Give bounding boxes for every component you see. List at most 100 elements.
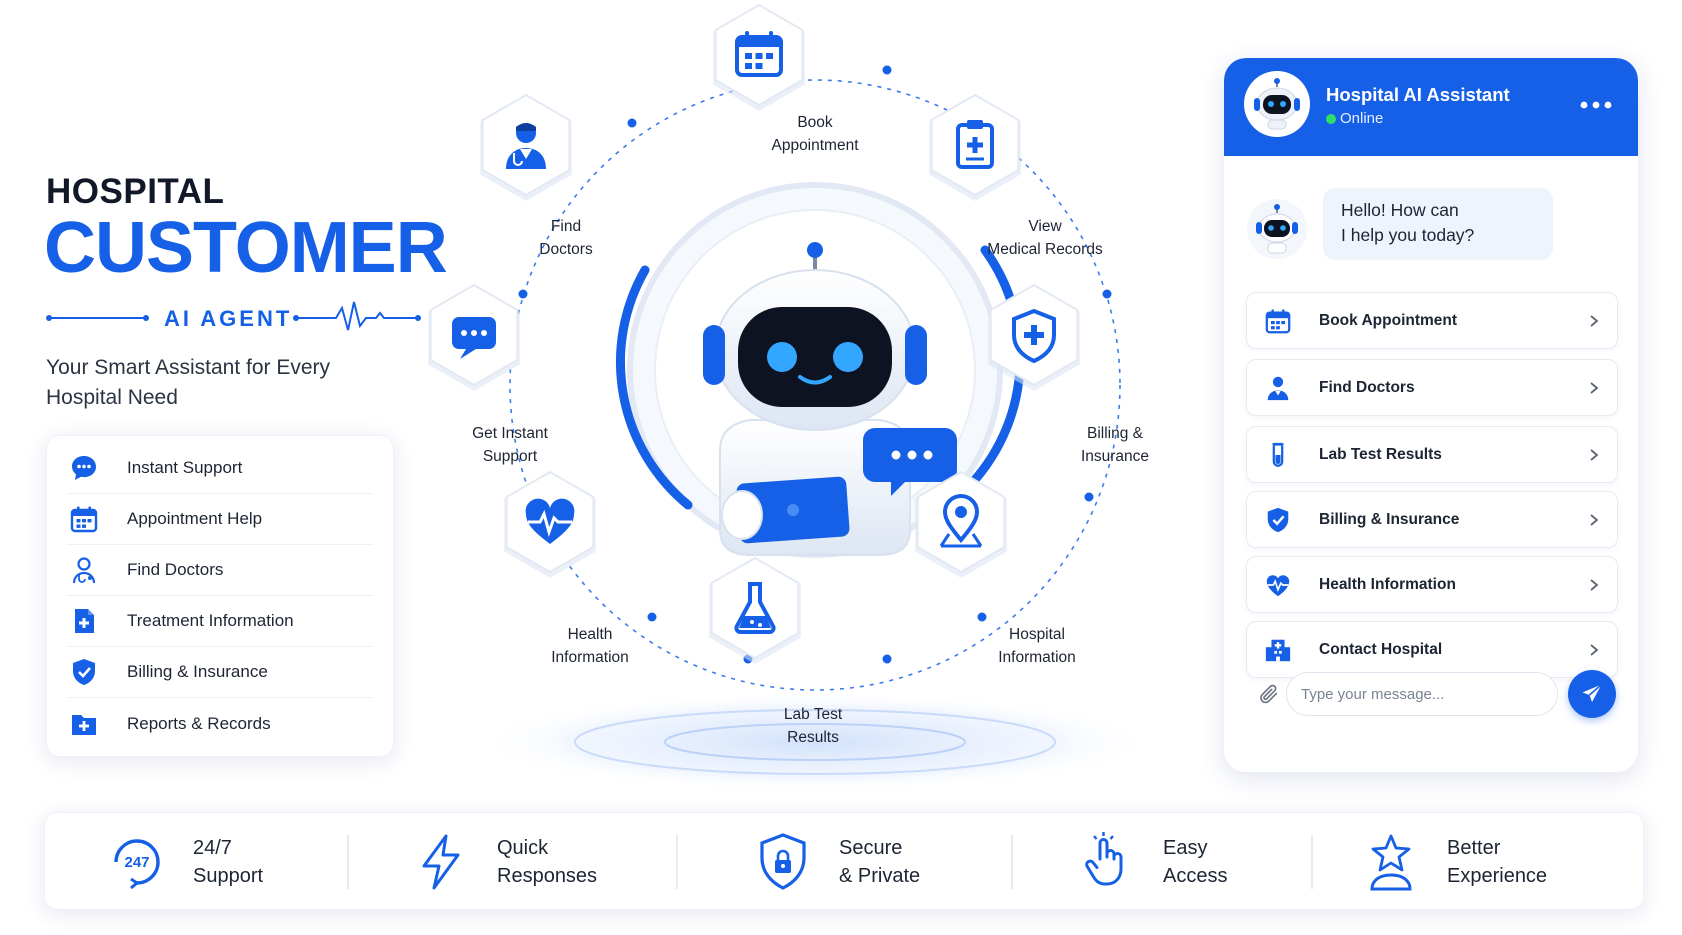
chat-option-book-appointment[interactable]: Book Appointment <box>1246 292 1618 349</box>
more-options-icon[interactable] <box>1580 98 1612 112</box>
bottom-feature-text: Secure & Private <box>839 834 920 890</box>
hub-label-line2: Information <box>998 649 1076 666</box>
bottom-feature-line1: Easy <box>1163 837 1208 859</box>
chat-option-label: Book Appointment <box>1319 311 1458 329</box>
bottom-feature-line2: Responses <box>497 865 598 887</box>
list-item-billing-insurance[interactable]: Billing & Insurance <box>67 647 373 698</box>
hub-node-billing-insurance[interactable] <box>988 283 1080 391</box>
chat-input-row <box>1246 670 1618 718</box>
brand-subtitle: AI AGENT <box>164 306 293 331</box>
chat-option-label: Health Information <box>1319 575 1456 593</box>
chat-option-label: Find Doctors <box>1319 378 1415 396</box>
shield-check-icon <box>67 655 101 689</box>
chat-option-label: Lab Test Results <box>1319 445 1442 463</box>
brand-subtitle-row: AI AGENT <box>46 300 426 336</box>
chat-option-find-doctors[interactable]: Find Doctors <box>1246 359 1618 416</box>
chat-panel: Hospital AI Assistant Online Hello! How … <box>1224 58 1638 772</box>
brand-title-customer: CUSTOMER <box>44 208 448 288</box>
chevron-right-icon <box>1590 643 1599 656</box>
clipboard-icon <box>956 120 994 169</box>
bottom-feature-line1: 24/7 <box>193 837 232 859</box>
list-item-treatment-information[interactable]: Treatment Information <box>67 596 373 647</box>
hub-label-line2: Insurance <box>1080 448 1150 465</box>
hub-label-line1: Billing & <box>1087 425 1143 442</box>
attach-button[interactable] <box>1246 670 1292 718</box>
list-item-appointment-help[interactable]: Appointment Help <box>67 494 373 545</box>
send-button[interactable] <box>1568 670 1616 718</box>
greeting-line2: I help you today? <box>1341 225 1475 245</box>
hub-label-line1: Book <box>797 114 833 131</box>
chevron-right-icon <box>1590 314 1599 327</box>
heartbeat-line-icon <box>46 301 421 331</box>
medical-file-icon <box>67 604 101 638</box>
floor-glow <box>475 692 1155 792</box>
list-item-label: Billing & Insurance <box>127 662 268 681</box>
shield-check-icon <box>1261 503 1295 537</box>
chat-bubble-icon <box>452 317 496 359</box>
list-item-instant-support[interactable]: Instant Support <box>67 443 373 494</box>
hub-label-line1: Get Instant <box>472 425 548 442</box>
heart-pulse-icon <box>1261 568 1295 602</box>
hub-node-get-instant-support[interactable] <box>428 283 520 391</box>
hub-illustration <box>428 3 1155 792</box>
chevron-right-icon <box>1590 578 1599 591</box>
calendar-icon <box>1261 304 1295 338</box>
chat-option-lab-test-results[interactable]: Lab Test Results <box>1246 426 1618 483</box>
hub-label-line1: Find <box>550 218 582 235</box>
robot-face-icon <box>1254 78 1300 130</box>
paperclip-icon <box>1260 684 1278 704</box>
list-item-label: Reports & Records <box>127 713 271 733</box>
brand-title-hospital: HOSPITAL <box>46 172 225 211</box>
hub-node-health-information[interactable] <box>504 470 596 578</box>
bottom-feature-line2: Support <box>193 865 264 887</box>
send-icon <box>1582 683 1603 702</box>
features-list-card: Instant Support Appointment Help Find Do… <box>46 435 394 757</box>
clock-247-icon: 247 <box>105 830 169 894</box>
list-item-reports-records[interactable]: Reports & Records <box>67 698 373 749</box>
bottom-feature-line1: Secure <box>839 837 903 859</box>
hub-label-line1: View <box>1028 218 1062 235</box>
hand-tap-icon <box>1075 830 1139 894</box>
greeting-line1: Hello! How can <box>1341 200 1459 220</box>
online-status-dot <box>1326 114 1336 124</box>
chat-option-health-information[interactable]: Health Information <box>1246 556 1618 613</box>
bottom-feature-line2: Experience <box>1447 865 1548 887</box>
hub-node-hospital-information[interactable] <box>915 470 1007 578</box>
message-input[interactable] <box>1286 672 1558 716</box>
hub-node-view-medical-records[interactable] <box>929 93 1021 201</box>
hub-label-billing-insurance[interactable]: Billing & Insurance <box>1030 422 1200 468</box>
orbit-ring <box>509 79 1121 691</box>
list-item-find-doctors[interactable]: Find Doctors <box>67 545 373 596</box>
list-item-label: Treatment Information <box>127 611 294 630</box>
test-tube-icon <box>1261 438 1295 472</box>
calendar-icon <box>735 31 783 77</box>
hub-label-line2: Doctors <box>539 241 593 258</box>
svg-text:247: 247 <box>124 854 149 871</box>
doctor-icon <box>67 553 101 587</box>
bottom-feature-line2: & Private <box>839 865 921 887</box>
lightning-icon <box>409 830 473 894</box>
hub-node-lab-test-results[interactable] <box>709 556 801 664</box>
hub-node-find-doctors[interactable] <box>480 93 572 201</box>
bottom-feature-line2: Access <box>1163 865 1228 887</box>
folder-plus-icon <box>67 707 101 741</box>
divider <box>347 835 349 889</box>
hub-label-line1: Hospital <box>1009 626 1065 643</box>
chat-body: Hello! How can I help you today? Book Ap… <box>1224 156 1638 772</box>
chat-option-contact-hospital[interactable]: Contact Hospital <box>1246 621 1618 678</box>
chat-option-billing-insurance[interactable]: Billing & Insurance <box>1246 491 1618 548</box>
calendar-icon <box>67 502 101 536</box>
hub-label-line1: Lab Test <box>783 706 843 723</box>
hub-node-book-appointment[interactable] <box>713 3 805 111</box>
robot-mascot <box>703 242 957 556</box>
